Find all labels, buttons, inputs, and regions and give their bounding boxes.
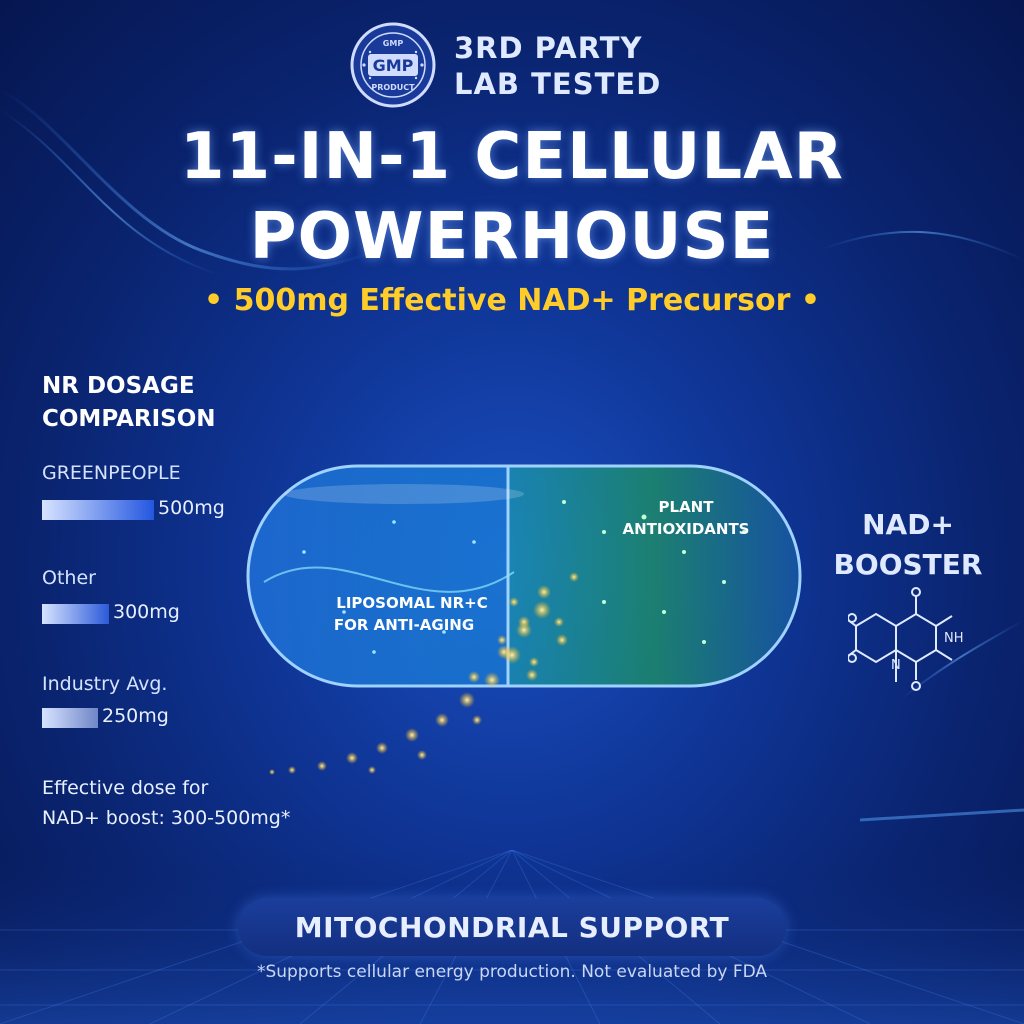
comparison-value-greenpeople: 500mg xyxy=(158,497,225,519)
comparison-value-industry: 250mg xyxy=(102,705,169,727)
molecule-nh-label: NH xyxy=(944,631,964,646)
gmp-badge-icon: GMP GMP PRODUCT xyxy=(350,22,436,108)
lab-tested-line-2: LAB TESTED xyxy=(454,67,662,101)
comparison-bar-industry xyxy=(42,708,98,728)
effective-dose-note: Effective dose for NAD+ boost: 300-500mg… xyxy=(42,773,290,833)
comparison-value-other: 300mg xyxy=(113,601,180,623)
molecule-structure-icon: NH N xyxy=(848,587,964,691)
capsule-left-label-line-2: FOR ANTI-AGING xyxy=(334,616,474,634)
gmp-badge-bottom: PRODUCT xyxy=(371,83,415,92)
effective-dose-line-1: Effective dose for xyxy=(42,777,209,799)
banner-text: MITOCHONDRIAL SUPPORT xyxy=(294,910,730,944)
capsule-right-label-line-2: ANTIOXIDANTS xyxy=(623,520,750,538)
nad-booster-title: NAD+ BOOSTER xyxy=(822,505,994,585)
comparison-bar-other xyxy=(42,604,109,624)
capsule-illustration: LIPOSOMAL NR+C FOR ANTI-AGING PLANT ANTI… xyxy=(246,464,802,688)
comparison-title: NR DOSAGE COMPARISON xyxy=(42,370,216,436)
lab-tested-text: 3RD PARTY LAB TESTED xyxy=(454,30,661,102)
comparison-label-greenpeople: GREENPEOPLE xyxy=(42,462,181,484)
headline-line-1: 11-IN-1 CELLULAR xyxy=(180,120,844,194)
effective-dose-line-2: NAD+ boost: 300-500mg* xyxy=(42,807,291,829)
molecule-n-label: N xyxy=(891,658,901,673)
lab-tested-line-1: 3RD PARTY xyxy=(454,31,643,65)
comparison-title-line-1: NR DOSAGE xyxy=(42,373,195,399)
nad-booster-line-2: BOOSTER xyxy=(833,548,983,581)
subtitle: • 500mg Effective NAD+ Precursor • xyxy=(203,283,821,318)
capsule-right-label-line-1: PLANT xyxy=(659,498,715,516)
gmp-badge-top: GMP xyxy=(383,39,404,48)
comparison-label-industry: Industry Avg. xyxy=(42,673,168,695)
comparison-title-line-2: COMPARISON xyxy=(42,406,216,432)
headline-line-2: POWERHOUSE xyxy=(249,200,775,274)
particle-stream xyxy=(269,601,568,775)
fda-disclaimer: *Supports cellular energy production. No… xyxy=(256,962,768,982)
capsule-left-label-line-1: LIPOSOMAL NR+C xyxy=(336,594,487,612)
gmp-badge-center: GMP xyxy=(373,56,414,75)
mitochondrial-support-banner: MITOCHONDRIAL SUPPORT xyxy=(238,898,786,956)
nad-booster-line-1: NAD+ xyxy=(862,508,954,541)
comparison-bar-greenpeople xyxy=(42,500,154,520)
comparison-label-other: Other xyxy=(42,567,96,589)
